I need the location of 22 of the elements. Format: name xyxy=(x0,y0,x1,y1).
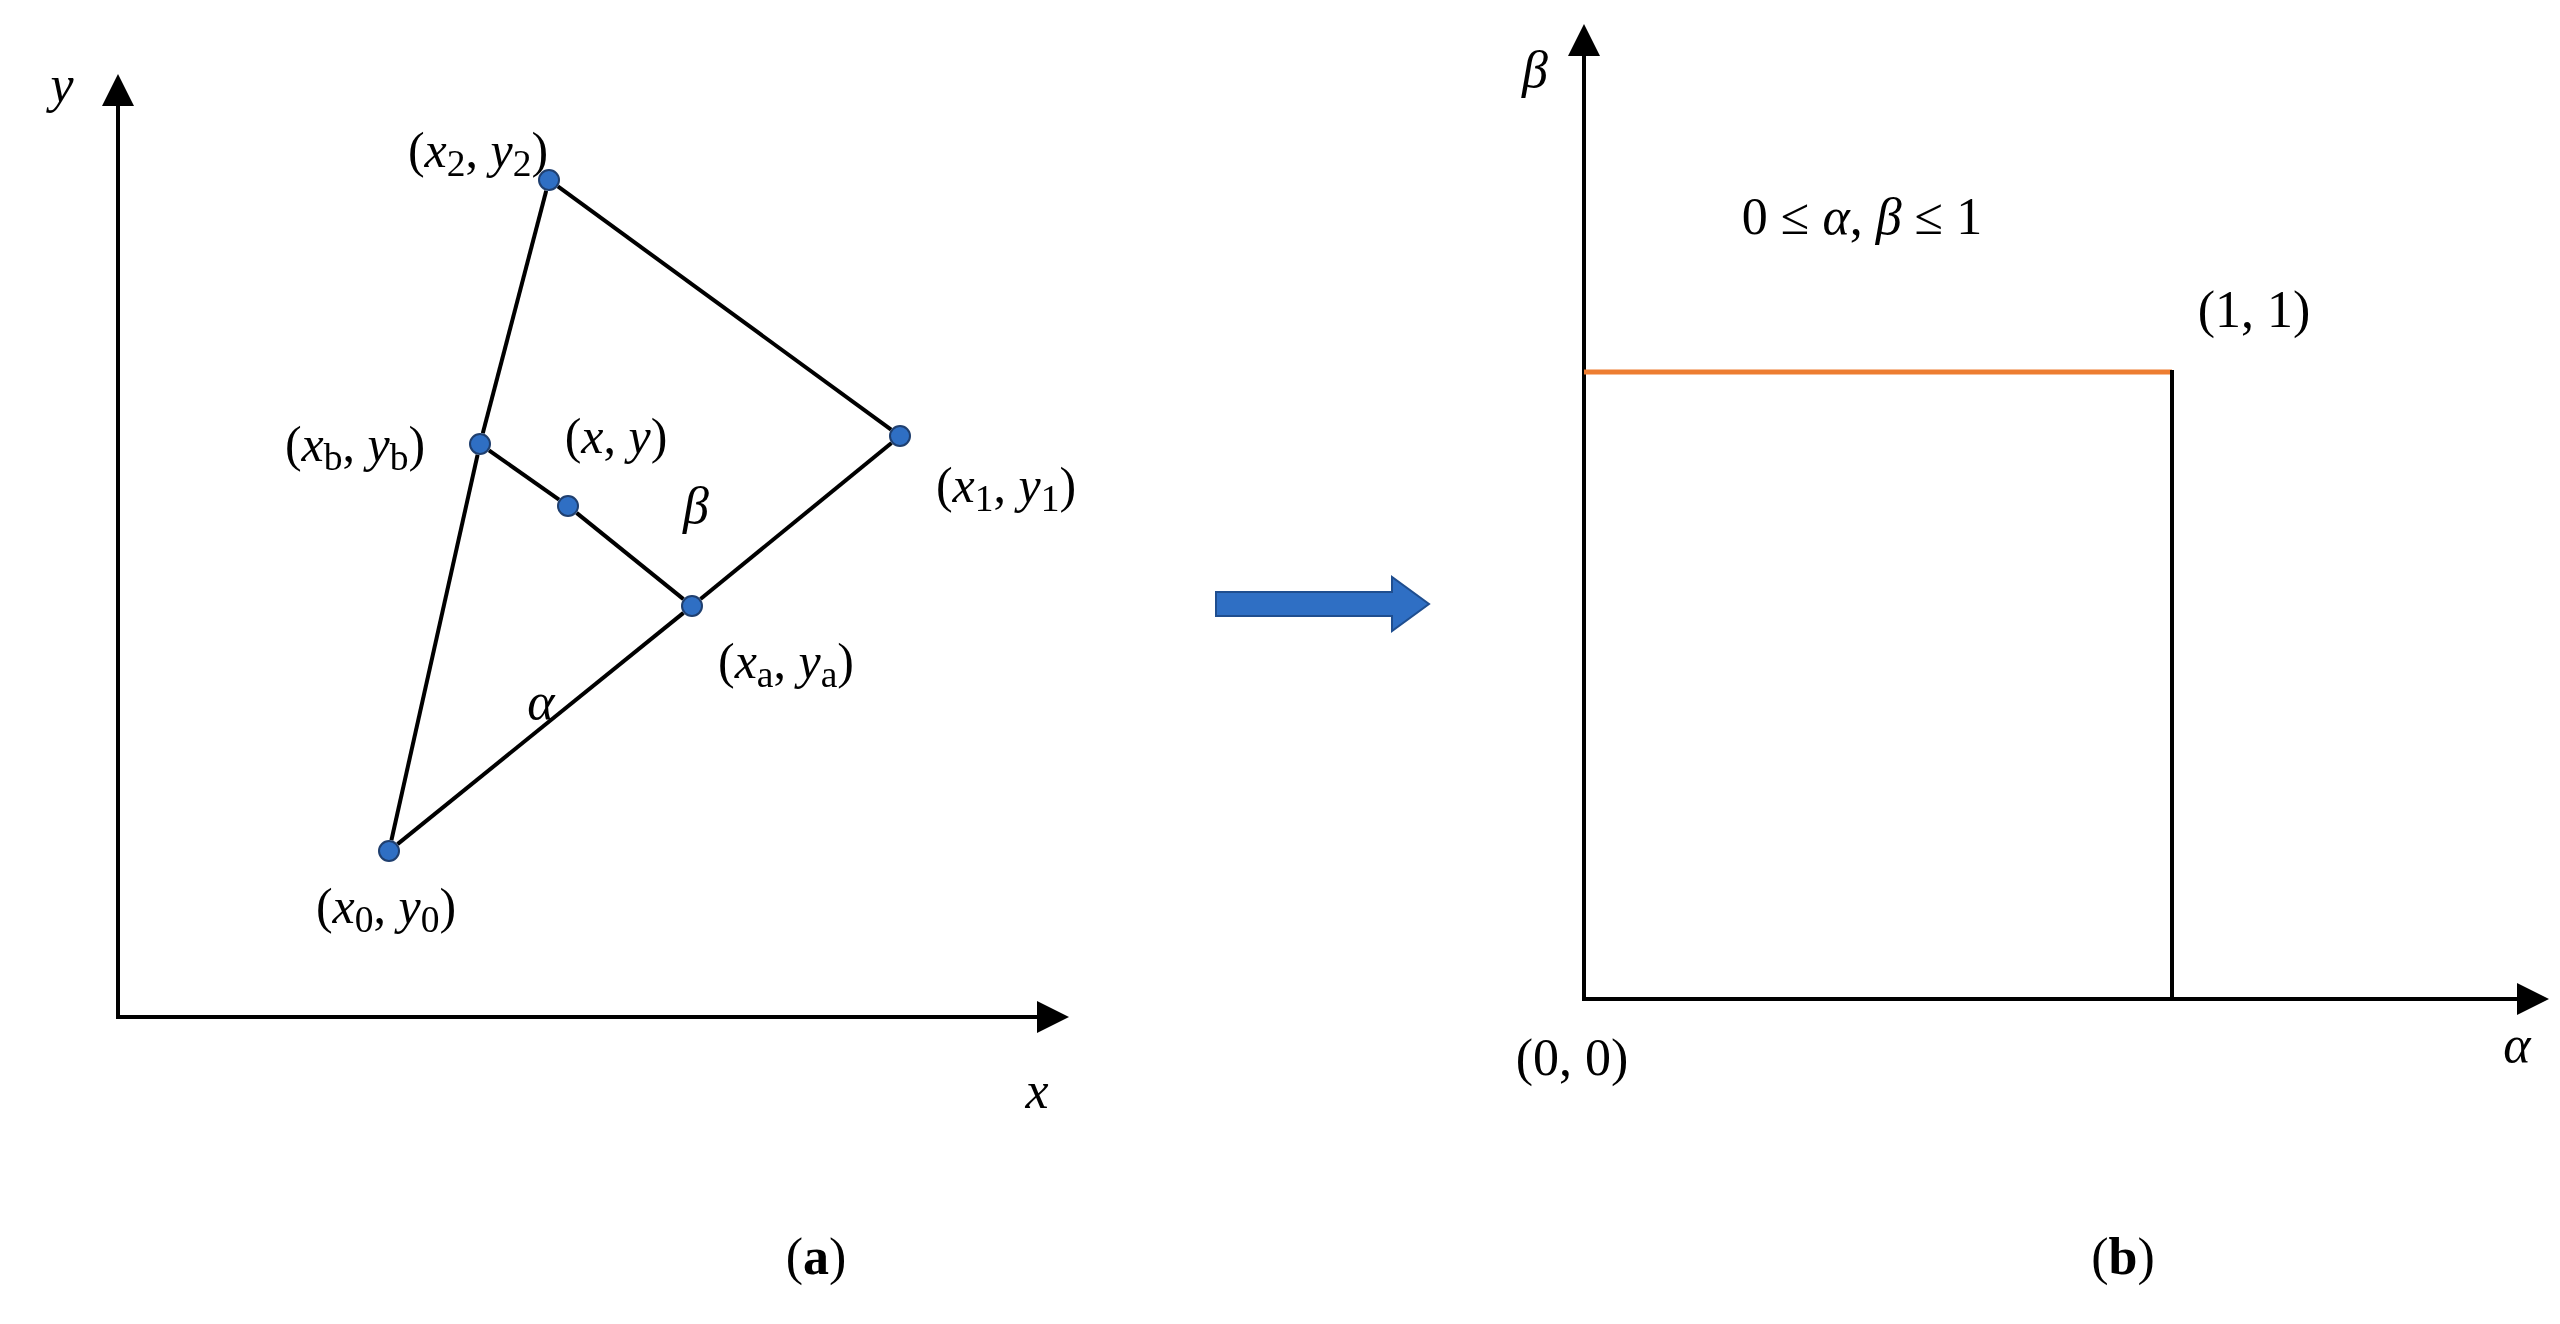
point-marker xyxy=(378,840,400,862)
point-marker xyxy=(889,425,911,447)
point-marker xyxy=(681,595,703,617)
point-marker xyxy=(557,495,579,517)
axis-label: x xyxy=(1025,1065,1049,1117)
triangle-edge xyxy=(699,441,893,601)
triangle-edge xyxy=(487,448,561,502)
triangle-edge xyxy=(556,184,893,432)
axis-label: α xyxy=(2503,1019,2531,1071)
corner-label: (0, 0) xyxy=(1515,1032,1629,1084)
triangle-edge xyxy=(396,611,685,846)
angle-parameter-label: α xyxy=(527,676,555,728)
axis-label: β xyxy=(1522,44,1548,96)
corner-label: (1, 1) xyxy=(2197,284,2311,336)
angle-parameter-label: β xyxy=(683,480,709,532)
panel-label: (b) xyxy=(2091,1231,2155,1283)
triangle-edge xyxy=(575,511,685,601)
panel-label: (a) xyxy=(785,1231,847,1283)
point-marker xyxy=(469,433,491,455)
triangle-edge xyxy=(389,454,480,841)
constraint-text: 0 ≤ α, β ≤ 1 xyxy=(1741,191,1983,243)
triangle-edge xyxy=(480,190,549,434)
